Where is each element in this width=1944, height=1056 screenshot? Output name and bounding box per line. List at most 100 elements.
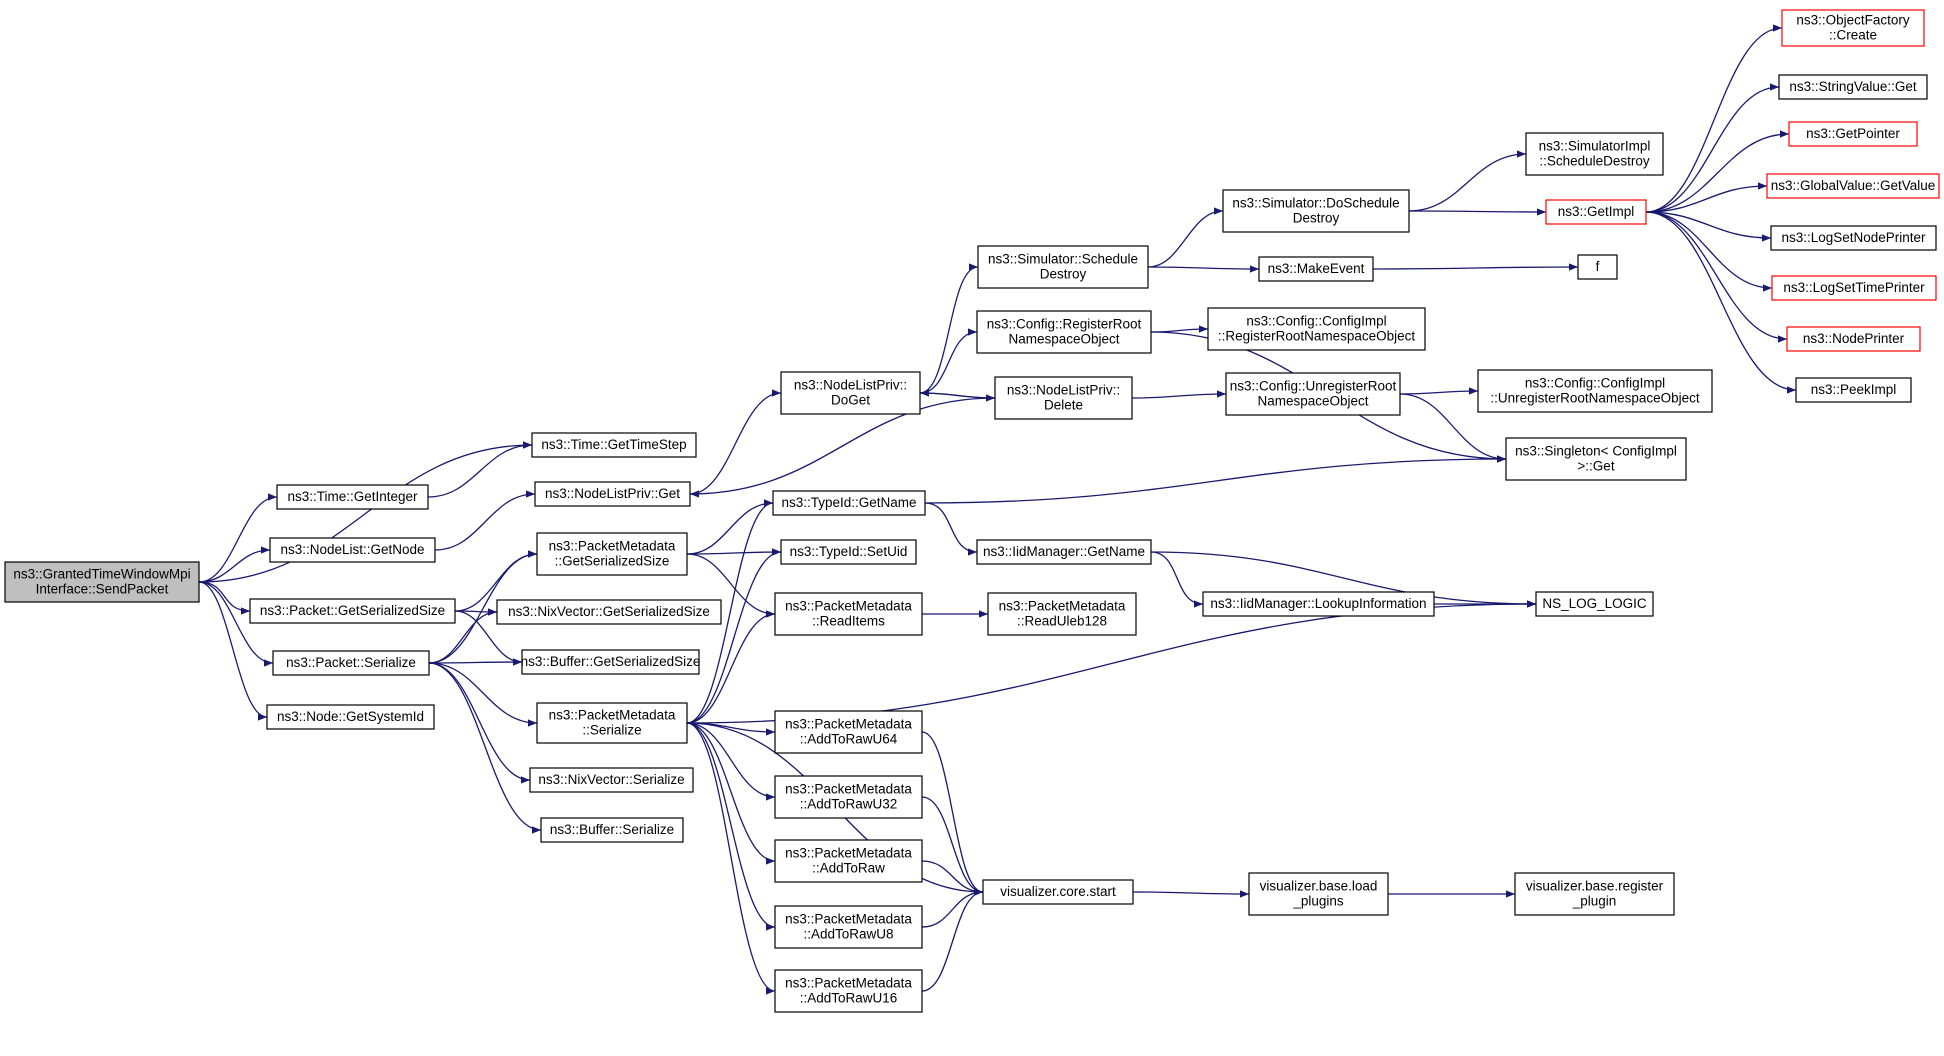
node-nixvector-getserializedsize[interactable]: ns3::NixVector::GetSerializedSize	[496, 599, 722, 625]
node-label-line: NamespaceObject	[1257, 394, 1368, 409]
node-pm-addtoraw[interactable]: ns3::PacketMetadata::AddToRaw	[774, 839, 923, 883]
edge-packet-serialize-to-pm-serialize	[428, 662, 538, 727]
node-box	[1222, 189, 1410, 233]
node-configimpl-registerroot[interactable]: ns3::Config::ConfigImpl::RegisterRootNam…	[1207, 307, 1426, 351]
node-typeid-setuid[interactable]: ns3::TypeId::SetUid	[780, 539, 917, 565]
node-box	[774, 592, 923, 636]
node-label-line: ::Serialize	[582, 723, 641, 738]
node-box	[774, 710, 923, 754]
node-label-line: ns3::Config::ConfigImpl	[1525, 376, 1665, 391]
node-pm-serialize[interactable]: ns3::PacketMetadata::Serialize	[536, 702, 688, 744]
node-iidmanager-getname[interactable]: ns3::IidManager::GetName	[976, 539, 1152, 565]
node-label-line: ns3::Time::GetInteger	[287, 489, 418, 504]
node-singleton-get[interactable]: ns3::Singleton< ConfigImpl >::Get	[1505, 437, 1687, 481]
node-label-line: ns3::Time::GetTimeStep	[541, 437, 686, 452]
node-nodelistpriv-get[interactable]: ns3::NodeListPriv::Get	[534, 481, 691, 507]
node-peekimpl[interactable]: ns3::PeekImpl	[1795, 377, 1912, 403]
node-nodeprinter[interactable]: ns3::NodePrinter	[1786, 326, 1921, 352]
node-box	[1248, 872, 1389, 916]
node-box	[1202, 591, 1435, 617]
edge-typeid-getname-to-singleton-get	[924, 455, 1507, 504]
edge-pm-getserializedsize-to-typeid-getname	[686, 499, 774, 555]
node-label-line: _plugins	[1292, 894, 1344, 909]
node-makeevent[interactable]: ns3::MakeEvent	[1258, 256, 1374, 282]
node-label-line: ::AddToRawU16	[800, 991, 898, 1006]
node-f[interactable]: f	[1577, 254, 1618, 280]
node-label-line: ns3::PacketMetadata	[785, 782, 912, 797]
edge-simulator-scheduledestroy-to-makeevent	[1147, 265, 1260, 273]
node-box	[536, 702, 688, 744]
node-nodelistpriv-delete[interactable]: ns3::NodeListPriv::Delete	[994, 376, 1133, 420]
node-label-line: ::ScheduleDestroy	[1539, 154, 1650, 169]
node-label-line: ns3::GlobalValue::GetValue	[1771, 178, 1936, 193]
node-pm-addtorawu64[interactable]: ns3::PacketMetadata::AddToRawU64	[774, 710, 923, 754]
edge-getimpl-to-peekimpl	[1645, 211, 1797, 394]
node-configimpl-unregisterroot[interactable]: ns3::Config::ConfigImpl::UnregisterRootN…	[1477, 369, 1713, 413]
node-iidmanager-lookupinformation[interactable]: ns3::IidManager::LookupInformation	[1202, 591, 1435, 617]
node-label-line: ::AddToRaw	[812, 861, 885, 876]
node-nixvector-serialize[interactable]: ns3::NixVector::Serialize	[529, 767, 694, 793]
node-typeid-getname[interactable]: ns3::TypeId::GetName	[772, 490, 926, 516]
node-node-getsystemid[interactable]: ns3::Node::GetSystemId	[266, 704, 435, 730]
node-box	[994, 376, 1133, 420]
node-visualizer-base-load-plugins[interactable]: visualizer.base.load_plugins	[1248, 872, 1389, 916]
node-label-line: ns3::PacketMetadata	[785, 599, 912, 614]
node-getimpl[interactable]: ns3::GetImpl	[1545, 199, 1647, 225]
node-config-unregisterroot[interactable]: ns3::Config::UnregisterRootNamespaceObje…	[1225, 372, 1401, 416]
edge-nodelistpriv-get-to-nodelistpriv-doget	[689, 389, 782, 495]
node-box	[249, 598, 456, 624]
edge-packet-serialize-to-nixvector-serialize	[428, 662, 531, 784]
node-nodelist-getnode[interactable]: ns3::NodeList::GetNode	[269, 537, 436, 563]
node-label-line: ::RegisterRootNamespaceObject	[1218, 329, 1416, 344]
node-pm-addtorawu16[interactable]: ns3::PacketMetadata::AddToRawU16	[774, 969, 923, 1013]
node-stringvalue-get[interactable]: ns3::StringValue::Get	[1778, 74, 1928, 100]
node-logsetnodeprinter[interactable]: ns3::LogSetNodePrinter	[1770, 225, 1937, 251]
edge-packet-serialize-to-buffer-getserializedsize	[428, 658, 523, 666]
node-nodelistpriv-doget[interactable]: ns3::NodeListPriv::DoGet	[780, 371, 921, 415]
node-getpointer[interactable]: ns3::GetPointer	[1788, 121, 1918, 147]
node-visualizer-core-start[interactable]: visualizer.core.start	[982, 879, 1134, 905]
edge-getimpl-to-stringvalue-get	[1645, 83, 1780, 213]
node-label-line: ns3::GrantedTimeWindowMpi	[13, 567, 190, 582]
edge-getimpl-to-globalvalue-getvalue	[1645, 182, 1768, 213]
node-simulator-scheduledestroy[interactable]: ns3::Simulator::ScheduleDestroy	[977, 245, 1149, 289]
node-pm-readitems[interactable]: ns3::PacketMetadata::ReadItems	[774, 592, 923, 636]
node-time-gettimestep[interactable]: ns3::Time::GetTimeStep	[531, 432, 697, 458]
edge-nodelistpriv-doget-to-config-registerroot	[919, 328, 978, 394]
node-buffer-getserializedsize[interactable]: ns3::Buffer::GetSerializedSize	[521, 649, 701, 675]
edge-pm-serialize-to-pm-readitems	[686, 610, 776, 724]
node-time-getinteger[interactable]: ns3::Time::GetInteger	[276, 484, 429, 510]
node-pm-addtorawu32[interactable]: ns3::PacketMetadata::AddToRawU32	[774, 775, 923, 819]
node-box	[987, 592, 1137, 636]
node-label-line: ns3::NixVector::GetSerializedSize	[508, 604, 710, 619]
node-globalvalue-getvalue[interactable]: ns3::GlobalValue::GetValue	[1766, 173, 1940, 199]
node-label-line: ::AddToRawU32	[800, 797, 898, 812]
node-objectfactory-create[interactable]: ns3::ObjectFactory::Create	[1781, 9, 1925, 47]
node-label-line: Interface::SendPacket	[36, 582, 169, 597]
node-pm-readuleb128[interactable]: ns3::PacketMetadata::ReadUleb128	[987, 592, 1137, 636]
node-root[interactable]: ns3::GrantedTimeWindowMpiInterface::Send…	[4, 561, 200, 603]
node-label-line: NS_LOG_LOGIC	[1542, 596, 1647, 611]
node-pm-getserializedsize[interactable]: ns3::PacketMetadata::GetSerializedSize	[536, 532, 688, 576]
node-packet-getserializedsize[interactable]: ns3::Packet::GetSerializedSize	[249, 598, 456, 624]
node-box	[780, 539, 917, 565]
node-label-line: ns3::Simulator::Schedule	[988, 252, 1138, 267]
node-box	[1477, 369, 1713, 413]
node-logsettimeprinter[interactable]: ns3::LogSetTimePrinter	[1771, 275, 1937, 301]
edge-pm-addtorawu16-to-visualizer-core-start	[921, 888, 984, 992]
node-pm-addtorawu8[interactable]: ns3::PacketMetadata::AddToRawU8	[774, 905, 923, 949]
node-visualizer-base-register-plugin[interactable]: visualizer.base.register_plugin	[1514, 872, 1675, 916]
node-simulatorimpl-scheduledestroy[interactable]: ns3::SimulatorImpl::ScheduleDestroy	[1525, 132, 1664, 176]
node-ns-log-logic[interactable]: NS_LOG_LOGIC	[1535, 591, 1654, 617]
edge-iidmanager-getname-to-iidmanager-lookupinformation	[1150, 551, 1204, 608]
node-buffer-serialize[interactable]: ns3::Buffer::Serialize	[540, 817, 684, 843]
node-box	[976, 310, 1152, 354]
node-label-line: ns3::Config::ConfigImpl	[1246, 314, 1386, 329]
edge-simulator-doscheduledestroy-to-simulatorimpl-scheduledestroy	[1408, 150, 1527, 212]
node-packet-serialize[interactable]: ns3::Packet::Serialize	[272, 650, 430, 676]
node-box	[1770, 225, 1937, 251]
node-label-line: ns3::PacketMetadata	[785, 976, 912, 991]
edge-pm-serialize-to-typeid-getname	[686, 499, 774, 724]
node-config-registerroot[interactable]: ns3::Config::RegisterRootNamespaceObject	[976, 310, 1152, 354]
